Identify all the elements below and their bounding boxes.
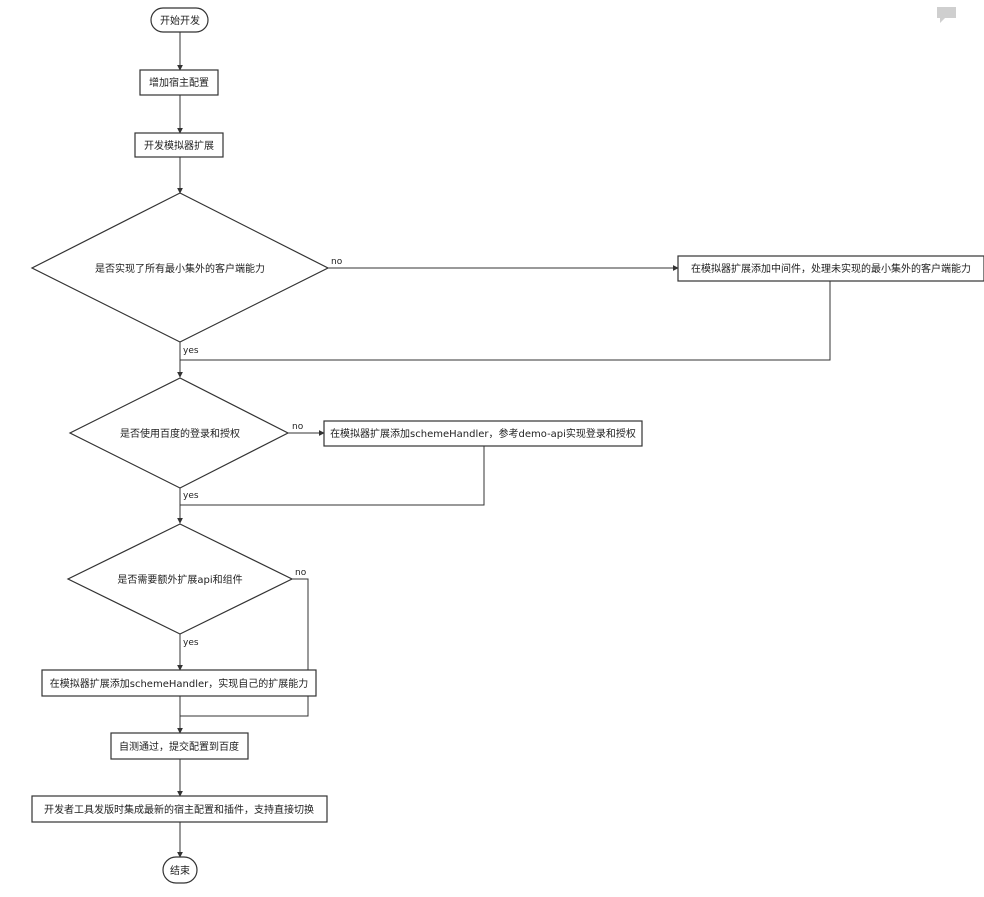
self-test-node (110, 732, 249, 760)
decision-extra-api-label: 是否需要额外扩展api和组件 (117, 573, 242, 586)
develop-extension-node (134, 132, 224, 158)
develop-extension-label: 开发模拟器扩展 (144, 139, 214, 152)
add-host-config-node (139, 69, 219, 96)
scheme-handler-login-label: 在模拟器扩展添加schemeHandler，参考demo-api实现登录和授权 (330, 427, 636, 440)
edge-label-yes-3: yes (183, 638, 199, 648)
start-node (150, 7, 209, 33)
edge-label-yes-1: yes (183, 346, 199, 356)
scheme-handler-own-node (41, 669, 317, 697)
edge-label-yes-2: yes (183, 491, 199, 501)
comment-icon[interactable] (937, 7, 956, 23)
decision-min-set-label: 是否实现了所有最小集外的客户端能力 (95, 262, 265, 275)
decision-min-set-node (30, 192, 330, 343)
integrate-node (31, 795, 328, 823)
add-host-config-label: 增加宿主配置 (149, 76, 209, 89)
middleware-node (677, 255, 984, 282)
edge-decision3-no (180, 578, 309, 717)
edge-label-no-2: no (292, 422, 304, 432)
edge-scheme-login-return (180, 446, 485, 506)
scheme-handler-own-label: 在模拟器扩展添加schemeHandler，实现自己的扩展能力 (50, 677, 308, 690)
decision-login-label: 是否使用百度的登录和授权 (120, 427, 240, 440)
end-node (162, 856, 198, 884)
decision-extra-api-node (66, 523, 294, 635)
integrate-label: 开发者工具发版时集成最新的宿主配置和插件，支持直接切换 (44, 803, 314, 816)
edge-label-no-1: no (331, 257, 343, 267)
start-label: 开始开发 (160, 14, 200, 27)
scheme-handler-login-node (323, 420, 643, 447)
end-label: 结束 (170, 864, 190, 877)
edge-middleware-return (180, 281, 831, 361)
decision-login-node (68, 377, 290, 489)
edge-label-no-3: no (295, 568, 307, 578)
self-test-label: 自测通过，提交配置到百度 (119, 740, 239, 753)
middleware-label: 在模拟器扩展添加中间件，处理未实现的最小集外的客户端能力 (691, 262, 971, 275)
